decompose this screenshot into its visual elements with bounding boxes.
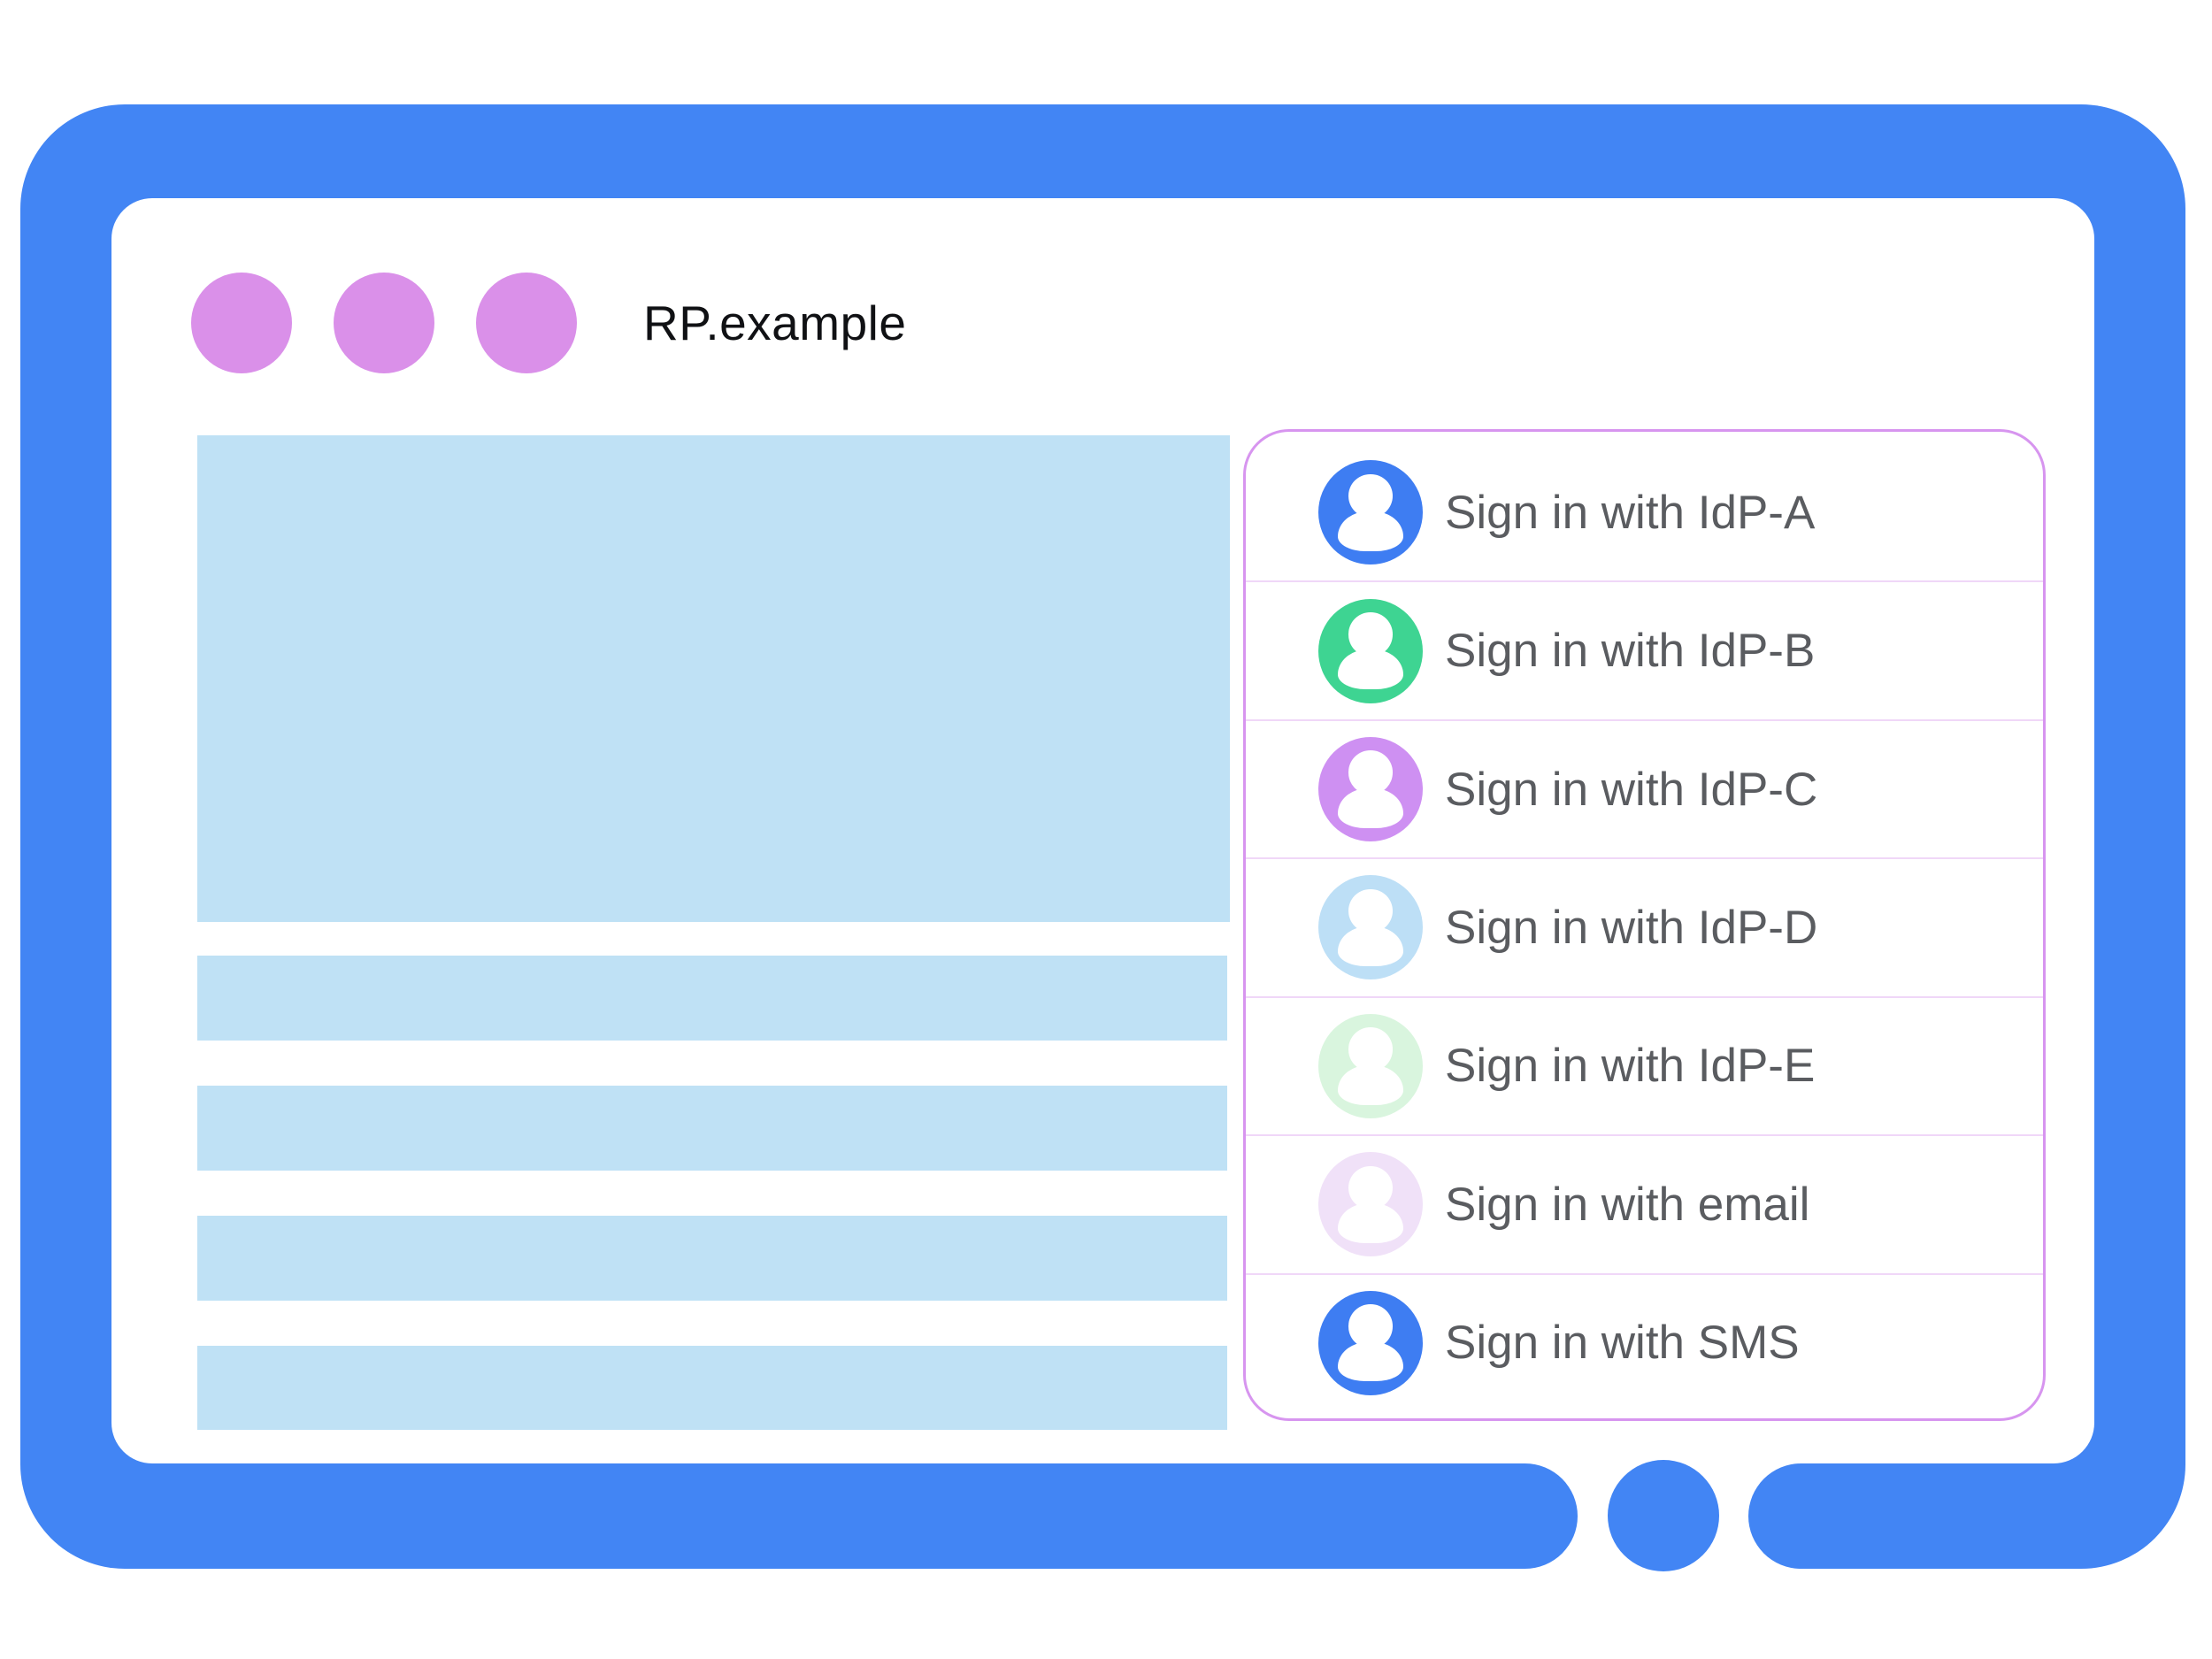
window-control-dot[interactable] bbox=[191, 273, 292, 373]
avatar-body bbox=[1338, 787, 1403, 828]
signin-option-idp-c[interactable]: Sign in with IdP-C bbox=[1246, 718, 2043, 857]
avatar-head bbox=[1348, 611, 1393, 657]
window-control-dot[interactable] bbox=[476, 273, 577, 373]
user-avatar-icon bbox=[1318, 598, 1423, 703]
signin-option-label: Sign in with IdP-E bbox=[1445, 1040, 1816, 1093]
avatar-head bbox=[1348, 473, 1393, 518]
signin-option-idp-a[interactable]: Sign in with IdP-A bbox=[1246, 444, 2043, 580]
signin-option-idp-e[interactable]: Sign in with IdP-E bbox=[1246, 995, 2043, 1134]
signin-option-label: Sign in with SMS bbox=[1445, 1317, 1800, 1370]
avatar-body bbox=[1338, 926, 1403, 967]
avatar-head bbox=[1348, 1165, 1393, 1210]
user-avatar-icon bbox=[1318, 460, 1423, 565]
avatar-body bbox=[1338, 1341, 1403, 1382]
avatar-head bbox=[1348, 888, 1393, 933]
signin-option-email[interactable]: Sign in with email bbox=[1246, 1134, 2043, 1272]
avatar-body bbox=[1338, 1203, 1403, 1243]
avatar-body bbox=[1338, 511, 1403, 551]
signin-option-idp-d[interactable]: Sign in with IdP-D bbox=[1246, 857, 2043, 995]
signin-option-label: Sign in with IdP-D bbox=[1445, 901, 1818, 954]
signin-chooser-panel: Sign in with IdP-A Sign in with IdP-B Si… bbox=[1243, 429, 2046, 1421]
window-control-dot[interactable] bbox=[334, 273, 434, 373]
signin-option-label: Sign in with email bbox=[1445, 1178, 1810, 1231]
page-title: RP.example bbox=[643, 296, 907, 350]
user-avatar-icon bbox=[1318, 1290, 1423, 1395]
signin-option-label: Sign in with IdP-C bbox=[1445, 763, 1818, 816]
content-placeholder-hero bbox=[197, 435, 1230, 922]
signin-option-label: Sign in with IdP-B bbox=[1445, 625, 1816, 678]
frame-notch-left-cap bbox=[1471, 1463, 1578, 1569]
avatar-body bbox=[1338, 649, 1403, 690]
home-button[interactable] bbox=[1608, 1460, 1719, 1571]
avatar-body bbox=[1338, 1064, 1403, 1105]
avatar-head bbox=[1348, 1304, 1393, 1348]
content-placeholder-bar bbox=[197, 1086, 1227, 1171]
content-placeholder-bar bbox=[197, 956, 1227, 1041]
signin-option-label: Sign in with IdP-A bbox=[1445, 486, 1816, 539]
user-avatar-icon bbox=[1318, 1152, 1423, 1257]
frame-notch-right-cap bbox=[1748, 1463, 1855, 1569]
content-placeholder-bar bbox=[197, 1346, 1227, 1430]
avatar-head bbox=[1348, 1027, 1393, 1071]
user-avatar-icon bbox=[1318, 875, 1423, 980]
content-placeholder-bar bbox=[197, 1216, 1227, 1301]
user-avatar-icon bbox=[1318, 1013, 1423, 1118]
avatar-head bbox=[1348, 750, 1393, 795]
signin-option-sms[interactable]: Sign in with SMS bbox=[1246, 1272, 2043, 1411]
signin-option-idp-b[interactable]: Sign in with IdP-B bbox=[1246, 580, 2043, 718]
user-avatar-icon bbox=[1318, 737, 1423, 842]
